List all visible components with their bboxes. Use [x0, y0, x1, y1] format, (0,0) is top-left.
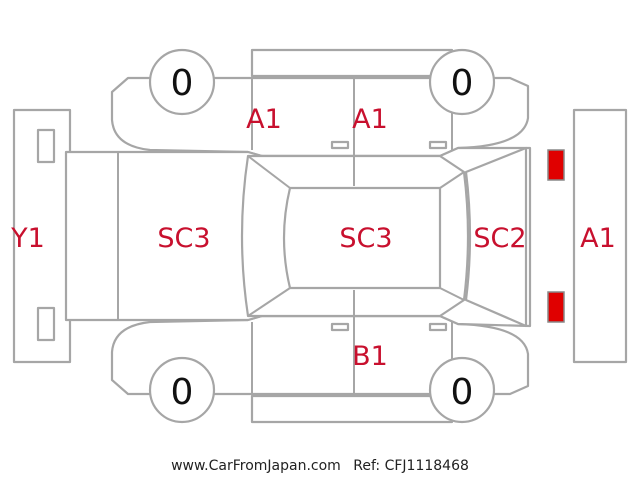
- tire-upper-front: [428, 48, 496, 116]
- tire-lower-rear: [148, 356, 216, 424]
- rear-bumper-marker-top: [36, 128, 56, 164]
- hood-panel: [464, 146, 528, 328]
- tire-code-upper-rear: 0: [171, 63, 194, 104]
- rear-bumper-marker-bottom: [36, 306, 56, 342]
- tire-code-lower-front: 0: [451, 372, 474, 413]
- code-upper-front-door: A1: [352, 104, 388, 135]
- tire-upper-rear: [148, 48, 216, 116]
- upper-roof-strip: [250, 48, 454, 78]
- footer-watermark: www.CarFromJapan.com Ref: CFJ1118468: [0, 458, 640, 474]
- footer-ref: Ref: CFJ1118468: [353, 458, 469, 474]
- footer-site: www.CarFromJapan.com: [171, 458, 341, 474]
- lower-roof-strip: [250, 394, 454, 424]
- code-upper-rear-door: A1: [246, 104, 282, 135]
- rear-window-edge-bottom: [247, 287, 291, 317]
- front-bumper: [572, 108, 628, 364]
- roof-panel: [282, 186, 442, 290]
- tire-lower-front: [428, 356, 496, 424]
- front-lamp-top: [547, 149, 565, 181]
- door-handle-lower-front: [428, 322, 448, 332]
- code-rear-panel: SC3: [157, 223, 210, 254]
- front-lamp-bottom: [547, 291, 565, 323]
- code-lower-front-door: B1: [352, 341, 388, 372]
- code-roof: SC3: [339, 223, 392, 254]
- door-handle-upper-front: [428, 140, 448, 150]
- door-handle-upper-rear: [330, 140, 350, 150]
- tire-code-upper-front: 0: [451, 63, 474, 104]
- door-handle-lower-rear: [330, 322, 350, 332]
- code-front-bumper: A1: [580, 223, 616, 254]
- tire-code-lower-rear: 0: [171, 372, 194, 413]
- rear-window-edge-top: [247, 155, 291, 189]
- windshield-edge-top: [439, 171, 465, 189]
- code-hood: SC2: [473, 223, 526, 254]
- windshield-edge-bottom: [439, 287, 465, 301]
- code-rear-bumper: Y1: [10, 223, 45, 254]
